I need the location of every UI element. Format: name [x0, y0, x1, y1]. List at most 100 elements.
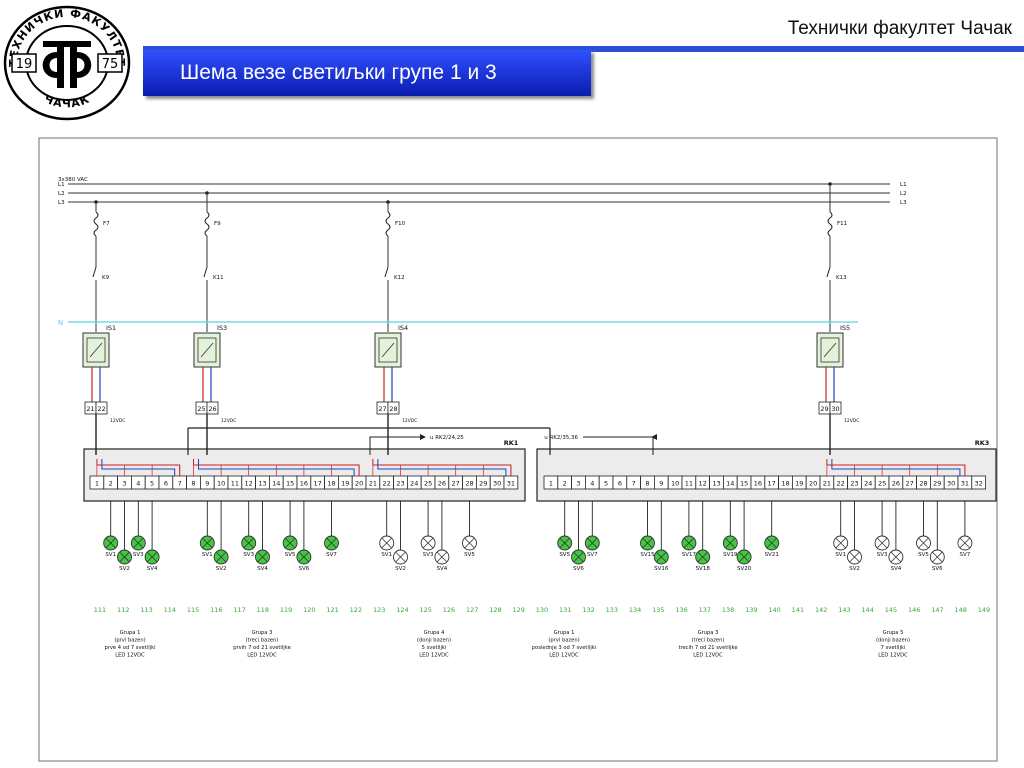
terminal-number: 2: [109, 480, 113, 488]
lamp-cross-icon: [105, 537, 116, 549]
circuit-number: 136: [675, 606, 687, 614]
circuit-number: 130: [536, 606, 548, 614]
svg-text:ЧАЧАК: ЧАЧАК: [42, 92, 92, 110]
lamp-cross-icon: [918, 537, 929, 549]
supply-label: 3x380 VAC: [58, 177, 88, 183]
voltage-label: 12VDC: [844, 418, 859, 424]
circuit-number: 111: [94, 606, 106, 614]
lamp-label: SV1: [381, 552, 392, 558]
terminal-number: 24: [410, 480, 418, 488]
group-caption: LED 12VDC: [878, 653, 908, 659]
contactor-label: K12: [394, 275, 405, 281]
group-caption: Grupa 5: [883, 630, 904, 636]
terminal-number: 7: [178, 480, 182, 488]
lamp-label: SV3: [423, 552, 434, 558]
lamp-cross-icon: [146, 551, 158, 563]
terminal-number: 4: [590, 480, 594, 488]
contactor-icon: [826, 266, 831, 278]
terminal-number: 11: [685, 480, 693, 488]
lamp-cross-icon: [959, 537, 971, 549]
voltage-label: 12VDC: [110, 418, 125, 424]
group-caption: (treci bazen): [692, 638, 725, 644]
lamp-label: SV7: [960, 552, 971, 558]
lamp-cross-icon: [298, 551, 310, 563]
terminal-block: [829, 401, 842, 415]
terminal-number: 16: [300, 480, 308, 488]
logo-emblem-icon: [42, 41, 92, 88]
terminal-number: 12: [699, 480, 707, 488]
lamp-cross-icon: [656, 551, 667, 563]
terminal-block: [206, 401, 219, 415]
junction-dot: [828, 320, 832, 324]
circuit-number: 133: [606, 606, 618, 614]
fuse-icon: [204, 211, 210, 237]
group-caption: Grupa 3: [698, 630, 719, 636]
group-caption: poslednje 3 od 7 svetiljki: [532, 645, 596, 651]
terminal-number: 31: [961, 480, 969, 488]
circuit-number: 138: [722, 606, 734, 614]
group-caption: LED 12VDC: [419, 653, 449, 659]
module-switch-icon: [200, 342, 214, 358]
terminal-number: 3: [122, 480, 126, 488]
lamp-label: SV7: [326, 552, 337, 558]
terminal-rail: [536, 448, 997, 502]
circuit-number: 113: [140, 606, 152, 614]
group-caption: LED 12VDC: [115, 653, 145, 659]
module-switch-icon: [381, 342, 395, 358]
phase-label-left: L1: [58, 182, 65, 188]
lamp-cross-icon: [642, 537, 653, 549]
circuit-number: 131: [559, 606, 571, 614]
terminal-number: 11: [231, 480, 239, 488]
terminal-number: 31: [507, 480, 515, 488]
terminal-number: 5: [604, 480, 608, 488]
lamp-label: SV2: [395, 566, 406, 572]
reference-arrow-icon: [651, 434, 657, 440]
lamp-cross-icon: [932, 551, 943, 563]
circuit-number: 115: [187, 606, 199, 614]
circuit-number: 124: [396, 606, 408, 614]
terminal-number: 8: [645, 480, 649, 488]
terminal-block: [971, 475, 986, 490]
faculty-name: Технички факултет Чачак: [787, 18, 1012, 39]
contactor-icon: [92, 266, 97, 278]
circuit-number: 128: [489, 606, 501, 614]
terminal-number: 6: [618, 480, 622, 488]
terminal-number: 27: [452, 480, 460, 488]
lamp-cross-icon: [215, 551, 227, 563]
fuse-icon: [93, 211, 99, 237]
terminal-number: 4: [136, 480, 140, 488]
terminal-pair-number: 26: [208, 405, 216, 413]
lamp-label: SV3: [877, 552, 888, 558]
group-caption: (treci bazen): [246, 638, 279, 644]
terminal-number: 6: [164, 480, 168, 488]
circuit-number: 145: [885, 606, 897, 614]
terminal-number: 18: [327, 480, 335, 488]
power-module-inner: [378, 337, 398, 363]
fuse-label: F10: [395, 221, 406, 227]
phase-label-left: L3: [58, 200, 65, 206]
lamp-cross-icon: [202, 537, 213, 549]
terminal-number: 22: [383, 480, 391, 488]
circuit-number: 148: [955, 606, 967, 614]
lamp-label: SV4: [257, 566, 268, 572]
terminal-number: 28: [919, 480, 927, 488]
terminal-pair-number: 25: [197, 405, 205, 413]
group-caption: Grupa 3: [252, 630, 273, 636]
phase-label-right: L3: [900, 200, 907, 206]
reference-label: u RK2/24,25: [430, 435, 464, 441]
faculty-logo: ТЕХНИЧКИ ФАКУЛТЕТ ЧАЧАК 19 75: [3, 5, 131, 121]
circuit-number: 142: [815, 606, 827, 614]
lamp-label: SV7: [587, 552, 598, 558]
circuit-number: 137: [699, 606, 711, 614]
phase-label-right: L1: [900, 182, 907, 188]
lamp-cross-icon: [683, 537, 695, 549]
terminal-number: 23: [850, 480, 858, 488]
terminal-number: 7: [632, 480, 636, 488]
lamp-cross-icon: [890, 551, 902, 563]
terminal-block: [95, 401, 108, 415]
terminal-number: 14: [272, 480, 280, 488]
terminal-pair-number: 22: [97, 405, 105, 413]
lamp-cross-icon: [559, 537, 570, 549]
terminal-number: 9: [659, 480, 663, 488]
terminal-number: 21: [369, 480, 377, 488]
